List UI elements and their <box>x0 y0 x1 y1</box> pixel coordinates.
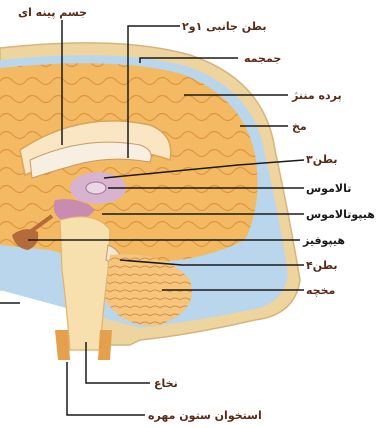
label-lateral-ventricles: بطن جانبی ۱و۲ <box>182 20 267 33</box>
label-medulla: نخاع <box>154 377 178 390</box>
label-fourth-ventricle: بطن۴ <box>306 259 337 272</box>
label-pituitary: هیپوفیز <box>303 234 345 247</box>
label-vertebra: استخوان ستون مهره <box>148 409 262 422</box>
label-third-ventricle: بطن۳ <box>306 153 337 166</box>
label-meninges: پرده مننژ <box>292 89 342 102</box>
label-thalamus: تالاموس <box>306 182 351 195</box>
third-ventricle-shape <box>86 182 106 194</box>
label-skull: جمجمه <box>244 52 281 65</box>
label-hypothalamus: هیپوتالاموس <box>306 208 375 221</box>
label-cerebrum: مخ <box>292 120 307 133</box>
vertebra-shape <box>55 330 70 360</box>
label-corpus-callosum: جسم پینه ای <box>18 6 87 19</box>
label-cerebellum: مخچه <box>306 284 335 297</box>
